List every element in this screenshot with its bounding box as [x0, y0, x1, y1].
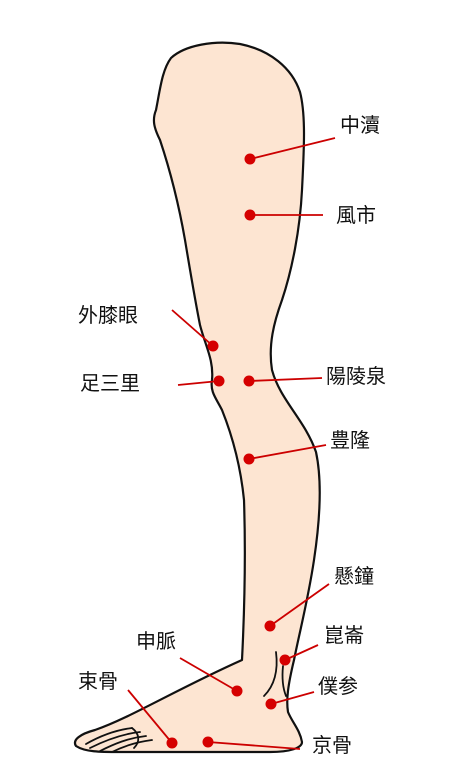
toe-line-3	[99, 735, 147, 752]
label-gaishitsugan: 外膝眼	[78, 303, 138, 327]
point-sokkotsu	[166, 737, 178, 749]
label-yoryosen: 陽陵泉	[326, 364, 386, 388]
leg-outline	[73, 41, 321, 754]
label-horyu: 豊隆	[330, 428, 370, 452]
label-chutoku: 中瀆	[340, 113, 380, 137]
label-konron: 崑崙	[324, 623, 364, 647]
leader-konron	[284, 644, 319, 661]
point-chutoku	[244, 153, 256, 165]
label-shinmyaku: 申脈	[136, 629, 176, 653]
point-shinmyaku	[231, 685, 243, 697]
point-konron	[279, 654, 291, 666]
leader-ashisanri	[177, 380, 220, 386]
leader-kensho	[269, 583, 330, 627]
point-gaishitsugan	[207, 340, 219, 352]
toe-line-1	[85, 727, 133, 745]
label-bokushin: 僕参	[318, 674, 358, 698]
leader-shinmyaku	[179, 657, 238, 692]
label-sokkotsu: 束骨	[78, 669, 118, 693]
leader-chutoku	[249, 137, 336, 160]
leader-horyu	[248, 444, 327, 460]
label-fushi: 風市	[336, 203, 376, 227]
point-fushi	[244, 209, 256, 221]
label-keikotsu: 京骨	[312, 733, 352, 757]
leader-sokkotsu	[127, 689, 173, 744]
leader-yoryosen	[248, 377, 323, 382]
leader-keikotsu	[207, 741, 301, 750]
toe-tip	[131, 727, 140, 749]
point-horyu	[243, 453, 255, 465]
point-yoryosen	[243, 375, 255, 387]
point-bokushin	[265, 698, 277, 710]
leader-gaishitsugan	[171, 309, 214, 347]
point-keikotsu	[202, 736, 214, 748]
achilles-line	[263, 651, 278, 697]
point-kensho	[264, 620, 276, 632]
ankle-line	[281, 665, 287, 697]
toe-line-4	[111, 739, 153, 753]
label-kensho: 懸鐘	[334, 564, 374, 588]
leader-bokushin	[270, 691, 315, 705]
label-ashisanri: 足三里	[80, 371, 140, 395]
point-ashisanri	[213, 375, 225, 387]
